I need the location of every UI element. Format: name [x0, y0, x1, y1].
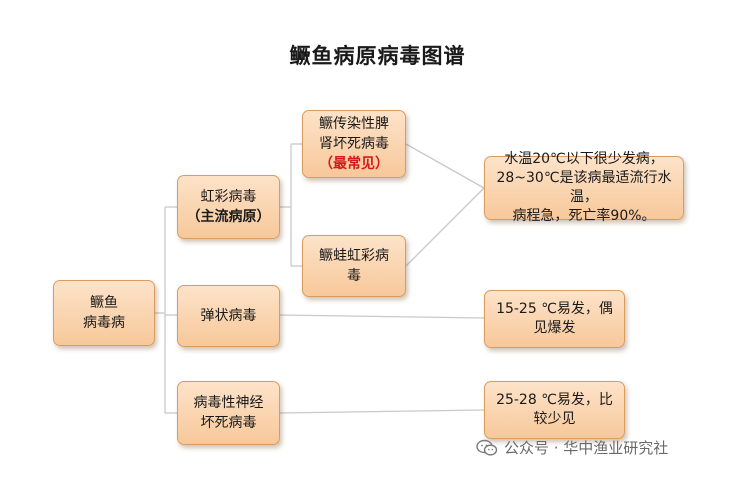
- watermark: 公众号 · 华中渔业研究社: [476, 437, 668, 458]
- frog-iridovirus-node-line-1: 鳜蛙虹彩病: [319, 248, 389, 264]
- iskndv-node-line-1: 鳜传染性脾: [319, 116, 389, 132]
- nnv-node-line-1: 病毒性神经: [193, 395, 264, 411]
- iskndv-node-line-2: 肾坏死病毒: [319, 136, 389, 152]
- rhabdovirus-note-line-2: 见爆发: [533, 320, 576, 336]
- frog-iridovirus-node: 鳜蛙虹彩病 毒: [302, 235, 406, 297]
- root-node-line-2: 病毒病: [83, 315, 125, 331]
- diagram-title: 鳜鱼病原病毒图谱: [289, 44, 466, 68]
- iridovirus-note-line-2: 28~30℃是该病最适流行水温，: [496, 170, 672, 205]
- nnv-node: 病毒性神经 坏死病毒: [177, 381, 280, 445]
- iridovirus-node-line-2: （主流病原）: [186, 209, 271, 225]
- nnv-note: 25-28 ℃易发，比 较少见: [484, 381, 625, 439]
- rhabdovirus-note-line-1: 15-25 ℃易发，偶: [496, 301, 613, 317]
- iridovirus-note-line-3: 病程急，死亡率90%。: [512, 208, 656, 224]
- nnv-node-line-2: 坏死病毒: [200, 415, 257, 431]
- connector-frog-note: [405, 187, 485, 267]
- connector-rhabdovirus-note: [279, 314, 485, 319]
- iridovirus-node-line-1: 虹彩病毒: [200, 189, 257, 205]
- iridovirus-note: 水温20℃以下很少发病， 28~30℃是该病最适流行水温， 病程急，死亡率90%…: [484, 151, 684, 224]
- nnv-note-line-1: 25-28 ℃易发，比: [496, 392, 613, 408]
- root-node-line-1: 鳜鱼: [90, 295, 118, 311]
- iridovirus-note-line-1: 水温20℃以下很少发病，: [504, 151, 664, 167]
- iskndv-node-line-3: （最常见）: [319, 156, 389, 172]
- iridovirus-node: 虹彩病毒 （主流病原）: [177, 175, 280, 239]
- rhabdovirus-node: 弹状病毒: [177, 285, 280, 347]
- rhabdovirus-node-label: 弹状病毒: [200, 308, 257, 324]
- connector-nnv-note: [279, 409, 485, 414]
- connector-iskndv-note: [405, 143, 485, 189]
- iskndv-node: 鳜传染性脾 肾坏死病毒 （最常见）: [302, 110, 406, 178]
- rhabdovirus-note: 15-25 ℃易发，偶 见爆发: [484, 290, 625, 348]
- root-node: 鳜鱼 病毒病: [53, 280, 155, 346]
- nnv-note-line-2: 较少见: [533, 411, 576, 427]
- wechat-icon: [476, 439, 498, 456]
- watermark-text: 公众号 · 华中渔业研究社: [504, 439, 669, 457]
- frog-iridovirus-node-line-2: 毒: [347, 268, 361, 284]
